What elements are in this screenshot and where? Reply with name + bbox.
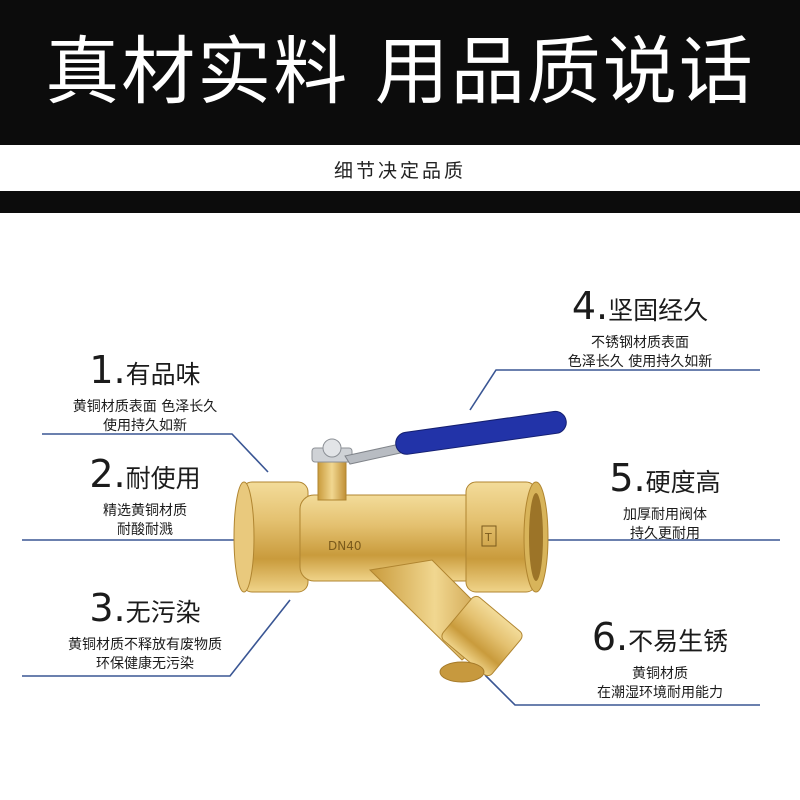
callout-line-1	[42, 433, 269, 473]
feature-5-desc-1: 加厚耐用阀体	[623, 507, 707, 523]
callout-line-6	[484, 674, 760, 706]
feature-3-number: 3.	[89, 586, 126, 630]
brass-valve-image: DN40 T	[233, 410, 567, 683]
feature-3-title: 无污染	[125, 598, 201, 627]
feature-6-desc-1: 黄铜材质	[632, 666, 688, 682]
feature-6-desc-2: 在潮湿环境耐用能力	[597, 685, 723, 701]
feature-6: 6.不易生锈 黄铜材质 在潮湿环境耐用能力	[525, 615, 795, 702]
feature-4-title: 坚固经久	[608, 296, 709, 325]
feature-1-number: 1.	[89, 348, 126, 392]
subtitle-bar	[0, 145, 800, 191]
feature-2-number: 2.	[89, 452, 126, 496]
header-banner	[0, 0, 800, 145]
header-bottom-bar	[0, 191, 800, 213]
feature-4-desc-1: 不锈钢材质表面	[591, 335, 689, 351]
page-title: 真材实料 用品质说话	[45, 29, 755, 115]
feature-3: 3.无污染 黄铜材质不释放有废物质 环保健康无污染	[30, 586, 260, 673]
valve-end-mark: T	[484, 531, 492, 544]
feature-4: 4.坚固经久 不锈钢材质表面 色泽长久 使用持久如新	[505, 284, 775, 371]
feature-1-desc-2: 使用持久如新	[103, 418, 187, 434]
valve-engraving: DN40	[328, 539, 362, 553]
feature-4-number: 4.	[571, 284, 609, 328]
feature-6-title: 不易生锈	[628, 627, 729, 656]
feature-4-desc-2: 色泽长久 使用持久如新	[567, 354, 713, 370]
feature-2-desc-2: 耐酸耐溅	[117, 522, 173, 538]
feature-1-title: 有品味	[125, 360, 201, 389]
feature-2-desc-1: 精选黄铜材质	[103, 503, 187, 519]
feature-5-desc-2: 持久更耐用	[630, 526, 700, 542]
feature-1-desc-1: 黄铜材质表面 色泽长久	[72, 399, 218, 415]
feature-2: 2.耐使用 精选黄铜材质 耐酸耐溅	[30, 452, 260, 539]
feature-1: 1.有品味 黄铜材质表面 色泽长久 使用持久如新	[30, 348, 260, 435]
callout-line-4	[469, 369, 760, 411]
feature-2-title: 耐使用	[125, 464, 201, 493]
feature-6-number: 6.	[591, 615, 629, 659]
feature-3-desc-2: 环保健康无污染	[96, 656, 194, 672]
feature-5-number: 5.	[609, 456, 646, 500]
callout-line-3	[22, 599, 291, 677]
feature-5-title: 硬度高	[645, 468, 721, 497]
feature-5: 5.硬度高 加厚耐用阀体 持久更耐用	[555, 456, 775, 543]
feature-3-desc-1: 黄铜材质不释放有废物质	[68, 637, 222, 653]
page-subtitle: 细节决定品质	[333, 160, 466, 182]
